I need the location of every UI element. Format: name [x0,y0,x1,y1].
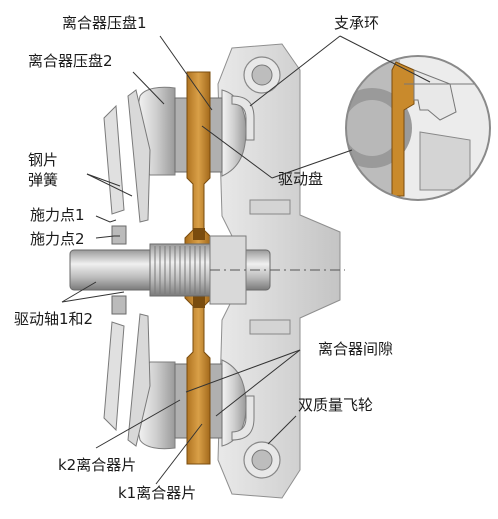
leader-lines [61,35,431,485]
dual-mass-flywheel-label: 双质量飞轮 [298,396,374,414]
drive-shafts-shape [69,225,345,315]
drive-shafts-label: 驱动轴1和2 [14,310,94,328]
lower-clutch-pack [103,313,255,450]
force-point-2-label: 施力点2 [30,230,85,248]
k2-clutch-disc-label: k2离合器片 [58,456,137,474]
k1-clutch-disc-label: k1离合器片 [118,484,197,502]
drive-disc-label: 驱动盘 [278,170,324,188]
pressure-plate-1-label: 离合器压盘1 [62,14,147,32]
steel-spring-label: 钢片 弹簧 [28,151,59,189]
pressure-plate-2-label: 离合器压盘2 [28,52,113,70]
clutch-gap-label: 离合器间隙 [318,340,394,358]
support-ring-label: 支承环 [334,14,380,32]
upper-clutch-pack [103,86,255,223]
force-point-1-label: 施力点1 [30,206,85,224]
dual-mass-flywheel-shape [217,43,341,499]
zoom-inset [345,55,491,201]
